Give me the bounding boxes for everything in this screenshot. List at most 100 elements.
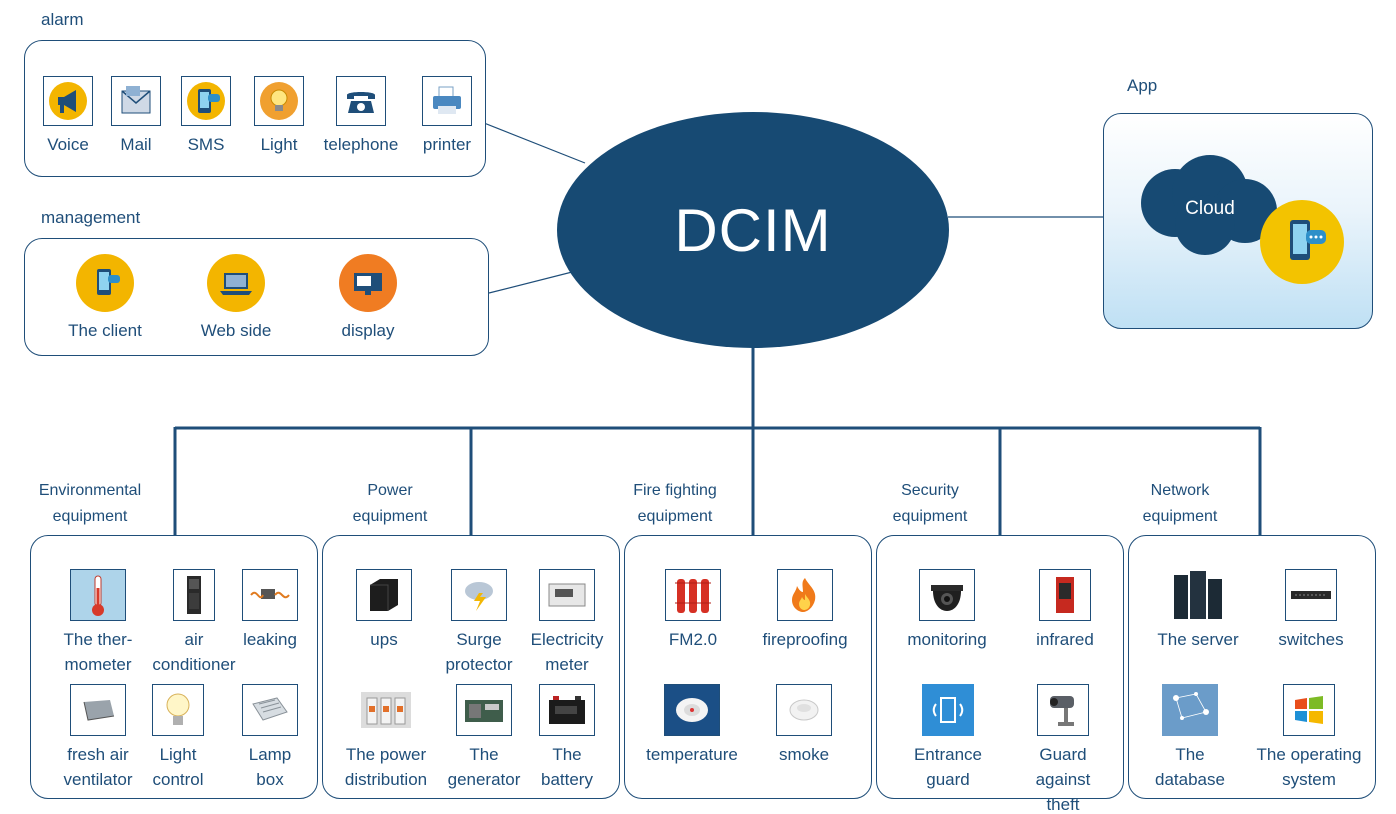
power-item-label: The generator xyxy=(447,745,521,789)
alarm-item-printer[interactable]: printer xyxy=(412,76,482,157)
env-item-label: Light control xyxy=(152,745,204,789)
windows-icon xyxy=(1283,684,1335,736)
security-item-label: infrared xyxy=(1036,630,1094,649)
megaphone-icon xyxy=(43,76,93,126)
power-item-ups[interactable]: ups xyxy=(346,569,422,652)
power-item-label: Electricity meter xyxy=(530,630,604,674)
app-phone-icon xyxy=(1260,200,1344,284)
security-item-monitoring[interactable]: monitoring xyxy=(890,569,1004,652)
alarm-item-label: SMS xyxy=(187,135,225,154)
alarm-item-sms[interactable]: SMS xyxy=(176,76,236,157)
alarm-item-label: telephone xyxy=(323,135,399,154)
alarm-item-label: Voice xyxy=(47,135,89,154)
power-item-label: The battery xyxy=(541,745,593,789)
mail-icon xyxy=(111,76,161,126)
category-title-power: Power equipment xyxy=(352,482,428,525)
security-item-theft[interactable]: Guard against theft xyxy=(1018,684,1108,814)
infrared-sensor-icon xyxy=(1039,569,1091,621)
network-item-database[interactable]: The database xyxy=(1150,684,1230,792)
temperature-detector-icon xyxy=(664,684,720,736)
security-item-label: Guard against theft xyxy=(1035,745,1091,814)
env-item-ventilator[interactable]: fresh air ventilator xyxy=(44,684,152,792)
fire-item-label: smoke xyxy=(778,745,830,764)
battery-icon xyxy=(539,684,595,736)
dome-camera-icon xyxy=(919,569,975,621)
dcim-node[interactable]: DCIM xyxy=(557,112,949,348)
network-item-switches[interactable]: switches xyxy=(1266,569,1356,652)
management-item-web[interactable]: Web side xyxy=(186,254,286,343)
fire-cylinders-icon xyxy=(665,569,721,621)
power-item-label: Surge protector xyxy=(445,630,513,674)
leak-sensor-icon xyxy=(242,569,298,621)
alarm-item-voice[interactable]: Voice xyxy=(38,76,98,157)
printer-icon xyxy=(422,76,472,126)
alarm-item-mail[interactable]: Mail xyxy=(106,76,166,157)
breaker-icon xyxy=(357,684,415,736)
network-item-server[interactable]: The server xyxy=(1146,569,1250,652)
alarm-connector xyxy=(478,120,586,164)
alarm-item-light[interactable]: Light xyxy=(249,76,309,157)
category-title-network: Network equipment xyxy=(1142,482,1218,525)
power-item-distribution[interactable]: The power distribution xyxy=(334,684,438,792)
security-item-entrance[interactable]: Entrance guard xyxy=(896,684,1000,792)
fire-item-fireproofing[interactable]: fireproofing xyxy=(750,569,860,652)
alarm-item-label: printer xyxy=(422,135,472,154)
env-item-label: fresh air ventilator xyxy=(63,745,133,789)
network-item-label: switches xyxy=(1278,630,1344,649)
alarm-title: alarm xyxy=(41,10,84,29)
env-item-leaking[interactable]: leaking xyxy=(230,569,310,652)
fire-item-temperature[interactable]: temperature xyxy=(630,684,754,767)
management-item-client[interactable]: The client xyxy=(55,254,155,343)
alarm-item-telephone[interactable]: telephone xyxy=(315,76,407,157)
bullet-camera-icon xyxy=(1037,684,1089,736)
env-item-label: The ther- mometer xyxy=(63,630,133,674)
env-item-lamp-box[interactable]: Lamp box xyxy=(230,684,310,792)
category-title-fire: Fire fighting equipment xyxy=(633,482,717,525)
category-title-security: Security equipment xyxy=(892,482,968,525)
category-title-environmental: Environmental equipment xyxy=(38,482,142,525)
fire-icon xyxy=(777,569,833,621)
fire-item-label: fireproofing xyxy=(762,630,848,649)
server-icon xyxy=(1170,569,1226,621)
power-item-generator[interactable]: The generator xyxy=(436,684,532,792)
ventilator-icon xyxy=(70,684,126,736)
dcim-label: DCIM xyxy=(674,196,832,264)
security-item-label: monitoring xyxy=(907,630,987,649)
management-item-display[interactable]: display xyxy=(318,254,418,343)
laptop-icon xyxy=(207,254,265,312)
network-item-label: The database xyxy=(1155,745,1225,789)
alarm-item-label: Mail xyxy=(120,135,152,154)
power-item-surge[interactable]: Surge protector xyxy=(432,569,526,677)
power-item-meter[interactable]: Electricity meter xyxy=(520,569,614,677)
surge-protector-icon xyxy=(451,569,507,621)
fire-item-label: FM2.0 xyxy=(668,630,718,649)
cloud-icon xyxy=(1141,155,1277,255)
network-item-label: The operating system xyxy=(1256,745,1362,789)
thermometer-icon xyxy=(70,569,126,621)
generator-icon xyxy=(456,684,512,736)
network-item-os[interactable]: The operating system xyxy=(1244,684,1374,792)
env-item-label: leaking xyxy=(243,630,297,649)
ups-icon xyxy=(356,569,412,621)
fire-item-smoke[interactable]: smoke xyxy=(764,684,844,767)
telephone-icon xyxy=(336,76,386,126)
security-item-infrared[interactable]: infrared xyxy=(1020,569,1110,652)
phone-message-icon xyxy=(76,254,134,312)
security-item-label: Entrance guard xyxy=(913,745,983,789)
fire-item-fm2[interactable]: FM2.0 xyxy=(648,569,738,652)
env-item-light-control[interactable]: Light control xyxy=(146,684,210,792)
smoke-detector-icon xyxy=(776,684,832,736)
env-item-label: Lamp box xyxy=(248,745,292,789)
env-item-thermometer[interactable]: The ther- mometer xyxy=(42,569,154,677)
env-item-air-conditioner[interactable]: air conditioner xyxy=(146,569,242,677)
app-title: App xyxy=(1127,76,1158,95)
bulb-icon xyxy=(152,684,204,736)
access-control-icon xyxy=(922,684,974,736)
power-item-battery[interactable]: The battery xyxy=(530,684,604,792)
air-conditioner-icon xyxy=(173,569,215,621)
power-item-label: ups xyxy=(370,630,398,649)
switch-icon xyxy=(1285,569,1337,621)
cloud-label: Cloud xyxy=(1185,198,1235,219)
management-item-label: display xyxy=(341,321,395,340)
bulb-icon xyxy=(254,76,304,126)
